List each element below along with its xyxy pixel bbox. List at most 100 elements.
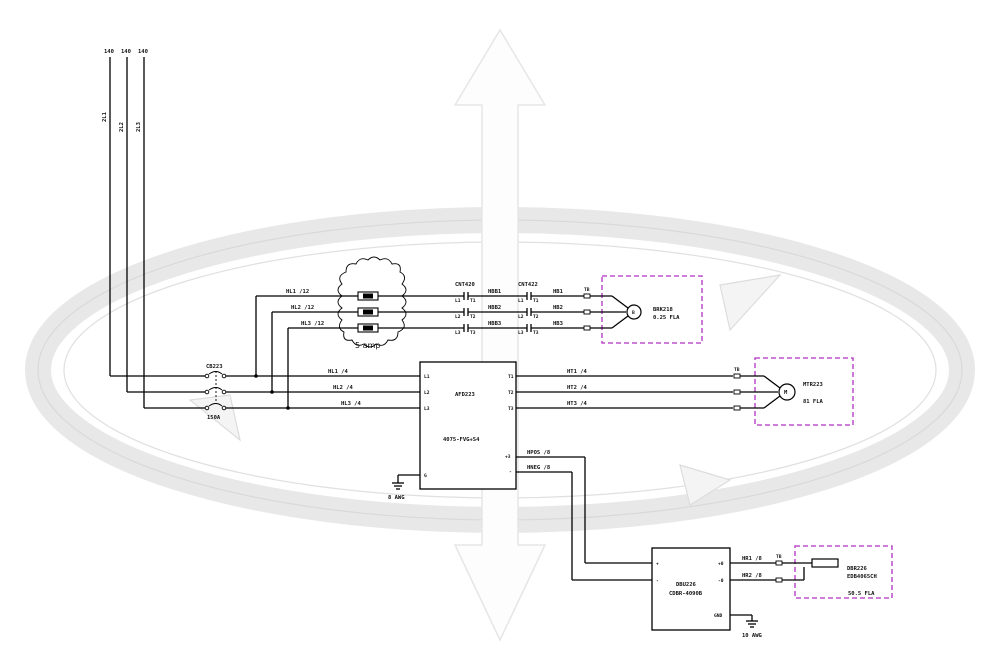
resistor-model: EDB4065CH (847, 574, 877, 580)
breaker-tag: CB223 (206, 364, 223, 370)
dynamic-braking-unit: + - +0 -0 GND DBU226 CDBR-4090B (651, 547, 731, 631)
main-motor-letter: M (784, 390, 788, 396)
phase-label-2l3: 2L3 (136, 122, 142, 132)
drive-term-g: G (424, 473, 427, 479)
dbu-tag: DBU226 (676, 582, 697, 588)
motor-wires: HT1 /4 HT2 /4 HT3 /4 (516, 369, 733, 409)
drive-term-l3: L3 (424, 406, 430, 412)
contactor-circuit: CNT420 L1 L2 L3 T1 T2 T3 HBB1 HBB2 HBB3 … (393, 282, 584, 336)
drive-ground: 8 AWG (388, 474, 420, 501)
brake-terminal-block: TB (583, 287, 591, 331)
brake-motor-tag: BRK218 (653, 307, 673, 313)
braking-resistor-field-device: TB DBR226 EDB4065CH 50.5 FLA (775, 545, 893, 599)
resistor-rating: 50.5 FLA (848, 591, 875, 597)
dbu-model: CDBR-4090B (669, 591, 703, 597)
main-motor-symbol (778, 383, 796, 401)
cnt422-l3: L3 (518, 330, 524, 336)
phase-label-2l2: 2L2 (119, 122, 125, 132)
breaker-rating: 150A (207, 415, 221, 421)
wire-hl3-12: HL3 /12 (301, 321, 324, 327)
wire-hneg-8: HNEG /8 (527, 465, 550, 471)
tb-label-brk: TB (584, 287, 590, 293)
dbu-ground-gauge: 10 AWG (742, 633, 763, 639)
fuse-rating: 5 amp (355, 341, 380, 350)
wire-hbb2: HBB2 (488, 305, 501, 311)
fuse-block: 5 amp (337, 256, 407, 350)
tb-label-mtr: TB (734, 367, 740, 373)
drive-term-t2: T2 (508, 390, 514, 396)
main-motor-field-device: TB M MTR223 81 FLA (733, 357, 854, 426)
dbu-term-minus: - (656, 579, 659, 584)
contactor-cnt420: CNT420 L1 L2 L3 T1 T2 T3 (455, 282, 476, 336)
dbu-ground: 10 AWG (730, 614, 763, 639)
drive-term-plus: +3 (505, 454, 511, 460)
contactor-cnt420-tag: CNT420 (455, 282, 475, 288)
wire-hl2-4: HL2 /4 (333, 385, 354, 391)
variable-frequency-drive: L1 L2 L3 T1 T2 T3 G +3 - AFD223 4075-FVG… (419, 361, 517, 490)
cnt420-l2: L2 (455, 314, 461, 320)
cnt420-t2: T2 (470, 314, 476, 320)
brake-motor-rating: 0.25 FLA (653, 315, 680, 321)
wire-hl3-4: HL3 /4 (341, 401, 362, 407)
cnt420-t3: T3 (470, 330, 476, 336)
drive-model: 4075-FVG+S4 (443, 437, 480, 443)
resistor-wires: HR1 /8 HR2 /8 (730, 556, 776, 581)
wire-hbb3: HBB3 (488, 321, 501, 327)
wire-hb1: HB1 (553, 289, 564, 295)
drive-term-minus: - (509, 470, 512, 475)
wire-hbb1: HBB1 (488, 289, 502, 295)
supply-ref-2: 140 (121, 49, 131, 55)
drive-term-l1: L1 (424, 374, 430, 380)
contactor-cnt422: CNT422 L1 L2 L3 T1 T2 T3 (518, 282, 539, 336)
cnt422-l1: L1 (518, 298, 524, 304)
drive-term-l2: L2 (424, 390, 430, 396)
wire-hl2-12: HL2 /12 (291, 305, 314, 311)
supply-ref-1: 140 (104, 49, 114, 55)
wire-hl1-12: HL1 /12 (286, 289, 309, 295)
cnt420-l3: L3 (455, 330, 461, 336)
wire-hpos-8: HPOS /8 (527, 450, 550, 456)
wire-ht3-4: HT3 /4 (567, 401, 588, 407)
resistor-terminal-block: TB (775, 554, 783, 583)
cnt420-l1: L1 (455, 298, 461, 304)
cnt422-t1: T1 (533, 298, 539, 304)
wire-ht1-4: HT1 /4 (567, 369, 588, 375)
wire-hr1-8: HR1 /8 (742, 556, 762, 562)
drive-line-wires: HL1 /4 HL2 /4 HL3 /4 (226, 369, 420, 409)
drive-tag: AFD223 (455, 392, 475, 398)
resistor-symbol (811, 558, 839, 568)
dc-bus-wires: HPOS /8 HNEG /8 (516, 450, 652, 581)
fuse-1 (352, 291, 393, 301)
resistor-tag: DBR226 (847, 566, 868, 572)
fuse-2 (352, 307, 393, 317)
brake-motor-symbol (626, 304, 642, 320)
wire-ht2-4: HT2 /4 (567, 385, 588, 391)
drive-term-t3: T3 (508, 406, 514, 412)
dbu-term-out-plus: +0 (718, 561, 724, 567)
main-motor-tag: MTR223 (803, 382, 823, 388)
brake-motor-field-device: TB B BRK218 0.25 FLA (583, 275, 703, 344)
dbu-term-gnd: GND (714, 613, 723, 619)
fuse-3 (352, 323, 393, 333)
wire-hr2-8: HR2 /8 (742, 573, 762, 579)
motor-terminal-block: TB (733, 367, 741, 411)
cnt422-t3: T3 (533, 330, 539, 336)
drive-ground-gauge: 8 AWG (388, 495, 405, 501)
wire-hb3: HB3 (553, 321, 563, 327)
contactor-cnt422-tag: CNT422 (518, 282, 538, 288)
cnt422-l2: L2 (518, 314, 524, 320)
wire-hb2: HB2 (553, 305, 563, 311)
brake-motor-letter: B (632, 310, 635, 316)
cnt420-t1: T1 (470, 298, 476, 304)
main-motor-rating: 81 FLA (803, 399, 824, 405)
phase-label-2l1: 2L1 (102, 111, 108, 122)
supply-ref-3: 140 (138, 49, 148, 55)
wire-hl1-4: HL1 /4 (328, 369, 349, 375)
supply-feed: 140 140 140 2L1 2L2 2L3 (102, 49, 205, 409)
cnt422-t2: T2 (533, 314, 539, 320)
tb-label-dbr: TB (776, 554, 782, 560)
drive-term-t1: T1 (508, 374, 514, 380)
circuit-breaker: CB223 150A (204, 364, 227, 421)
